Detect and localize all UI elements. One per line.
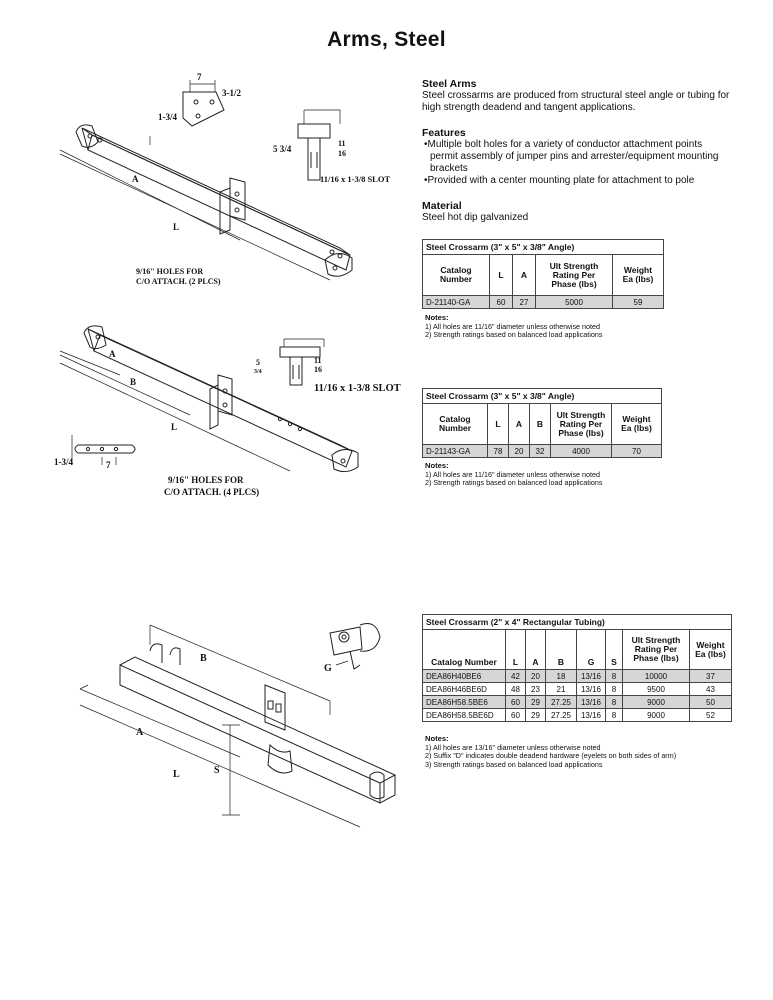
column-header: S — [605, 629, 623, 670]
column-header: L — [505, 629, 526, 670]
table-caption: Steel Crossarm (3" x 5" x 3/8" Angle) — [422, 388, 662, 404]
spec-table-1: Steel Crossarm (3" x 5" x 3/8" Angle) Ca… — [422, 239, 664, 309]
dim-label: 3-1/2 — [222, 88, 241, 98]
dim-label: 1-3/4 — [54, 457, 73, 467]
intro-line-2: high strength deadend and tangent applic… — [422, 102, 636, 113]
dim-label: A — [132, 174, 139, 184]
column-header: L — [487, 403, 509, 445]
intro-line-1: Steel crossarms are produced from struct… — [422, 90, 730, 101]
dim-label: 7 — [106, 460, 111, 470]
table-1-notes: Notes: 1) All holes are 11/16" diameter … — [425, 313, 603, 340]
dim-label: 7 — [197, 72, 202, 82]
table-2-notes: Notes: 1) All holes are 11/16" diameter … — [425, 461, 603, 488]
table-row: D-21143-GA 78 20 32 4000 70 — [422, 444, 662, 458]
features-list: Multiple bolt holes for a variety of con… — [422, 139, 762, 187]
feature-item: Multiple bolt holes for a variety of con… — [422, 139, 762, 175]
holes-label: C/O ATTACH. (4 PLCS) — [164, 487, 259, 497]
column-header: A — [525, 629, 546, 670]
column-header: L — [489, 254, 513, 296]
column-header: B — [529, 403, 551, 445]
crossarm-angle-drawing-2: A B L 5 3/4 11 16 11/16 x 1-3/8 SLOT 1-3… — [54, 325, 401, 497]
dim-label: A — [136, 727, 144, 738]
holes-label: C/O ATTACH. (2 PLCS) — [136, 277, 221, 286]
holes-label: 9/16" HOLES FOR — [168, 475, 244, 485]
column-header: G — [576, 629, 606, 670]
dim-label: 16 — [314, 365, 322, 374]
dim-label: L — [173, 769, 180, 780]
dim-label: G — [324, 663, 332, 674]
table-caption: Steel Crossarm (3" x 5" x 3/8" Angle) — [422, 239, 664, 255]
dim-label: L — [171, 422, 177, 432]
dim-label: 3/4 — [254, 369, 262, 375]
column-header: A — [508, 403, 530, 445]
spec-table-2: Steel Crossarm (3" x 5" x 3/8" Angle) Ca… — [422, 388, 662, 458]
material-text: Steel hot dip galvanized — [422, 212, 529, 223]
dim-label: 5 3/4 — [273, 144, 292, 154]
dim-label: 11 — [314, 356, 322, 365]
dim-label: 5 — [256, 358, 260, 367]
dim-label: 11 — [338, 139, 346, 148]
feature-item: Provided with a center mounting plate fo… — [422, 175, 762, 187]
table-caption: Steel Crossarm (2" x 4" Rectangular Tubi… — [422, 614, 732, 630]
column-header: B — [545, 629, 577, 670]
page-title: Arms, Steel — [327, 28, 446, 51]
features-heading: Features — [422, 127, 466, 139]
intro-section: Steel Arms Steel crossarms are produced … — [422, 78, 762, 114]
dim-label: B — [200, 653, 207, 664]
intro-heading: Steel Arms — [422, 78, 477, 90]
material-heading: Material — [422, 200, 462, 212]
table-3-notes: Notes: 1) All holes are 13/16" diameter … — [425, 734, 677, 769]
dim-label: 16 — [338, 149, 346, 158]
crossarm-angle-drawing-1: 7 3-1/2 1-3/4 5 3/4 11 16 11/16 x 1-3/8 … — [59, 72, 390, 286]
column-header: A — [512, 254, 536, 296]
slot-label: 11/16 x 1-3/8 SLOT — [314, 383, 401, 394]
dim-label: B — [130, 377, 136, 387]
spec-table-3: Steel Crossarm (2" x 4" Rectangular Tubi… — [422, 614, 732, 722]
dim-label: S — [214, 765, 220, 776]
column-header: Catalog Number — [422, 629, 506, 670]
holes-label: 9/16" HOLES FOR — [136, 267, 203, 276]
material-section: Material Steel hot dip galvanized — [422, 200, 762, 224]
table-row: D-21140-GA 60 27 5000 59 — [422, 295, 664, 309]
dim-label: 1-3/4 — [158, 112, 177, 122]
dim-label: A — [109, 349, 116, 359]
dim-label: L — [173, 222, 179, 232]
features-section: Features Multiple bolt holes for a varie… — [422, 127, 762, 187]
crossarm-tubing-drawing: B A L S G — [79, 623, 397, 828]
slot-label: 11/16 x 1-3/8 SLOT — [320, 174, 390, 184]
